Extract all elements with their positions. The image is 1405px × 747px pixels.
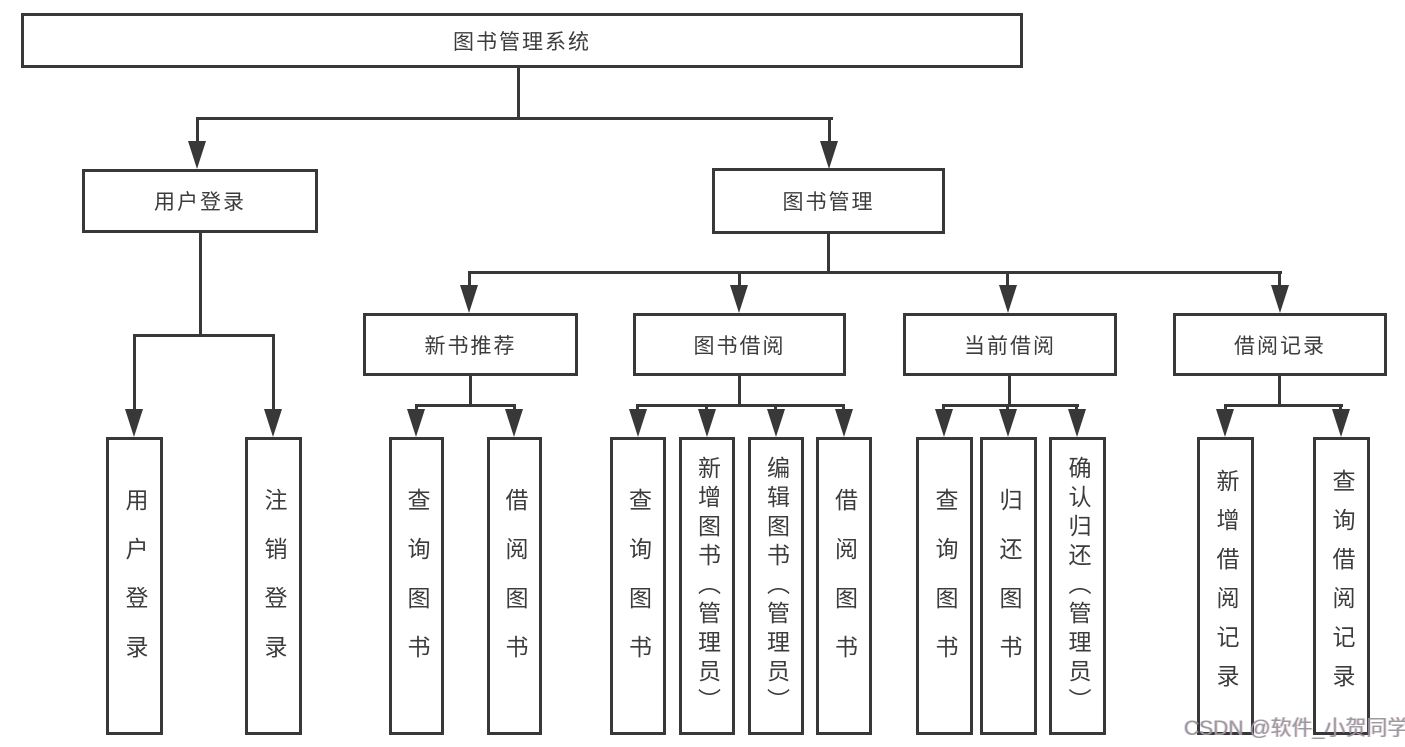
arrowhead-g1-a2 [505,409,523,437]
arrowhead-g2-a1 [629,409,647,437]
leaf-edit-books-admin: 编辑图书（管理员） [748,437,804,735]
leaf-confirm-return-admin-label: 确认归还（管理员） [1065,455,1091,717]
arrowhead-to-leaf-logout [264,409,282,437]
connector-g1-a2-shaft [513,404,516,413]
connector-root-branch [196,117,833,120]
node-current-borrow: 当前借阅 [903,313,1117,376]
connector-borrow-drop [738,374,741,407]
leaf-return-books: 归还图书 [980,437,1037,735]
leaf-query-books-rec-label: 查询图书 [404,488,430,684]
connector-g4-a2-shaft [1339,404,1342,413]
node-user-login-label: 用户登录 [154,191,246,214]
arrowhead-g4-a1 [1216,409,1234,437]
leaf-query-books-borrow: 查询图书 [610,437,666,735]
leaf-edit-books-admin-label: 编辑图书（管理员） [763,455,790,717]
connector-g2-a1-shaft [636,404,639,413]
arrowhead-g3-a1 [935,409,953,437]
leaf-add-borrow-record-label: 新增借阅记录 [1213,469,1239,703]
arrowhead-g2-a4 [835,409,853,437]
connector-to-borrow-shaft [738,271,741,287]
connector-record-drop [1278,374,1281,407]
connector-newbook-branch [415,404,516,407]
arrowhead-g2-a2 [698,409,716,437]
leaf-add-borrow-record: 新增借阅记录 [1197,437,1254,735]
connector-to-current-shaft [1006,271,1009,287]
connector-root-drop [517,66,520,119]
node-borrow-record: 借阅记录 [1173,313,1387,376]
leaf-query-borrow-record-label: 查询借阅记录 [1329,469,1355,703]
node-user-login: 用户登录 [82,169,318,233]
connector-g3-a3-shaft [1075,404,1078,413]
leaf-add-books-admin: 新增图书（管理员） [679,437,735,735]
arrowhead-g4-a2 [1332,409,1350,437]
arrowhead-g3-a3 [1068,409,1086,437]
connector-book-mgmt-drop [827,232,830,274]
leaf-add-books-admin-label: 新增图书（管理员） [694,455,721,717]
connector-to-leaf-logout-shaft [272,334,275,410]
node-root: 图书管理系统 [21,13,1023,68]
connector-book-mgmt-branch [468,271,1282,274]
leaf-query-books-current: 查询图书 [916,437,973,735]
leaf-logout: 注销登录 [245,437,302,735]
arrowhead-to-book-mgmt [820,141,838,169]
connector-g2-a4-shaft [842,404,845,413]
node-root-label: 图书管理系统 [453,30,591,54]
connector-current-drop [1008,374,1011,407]
connector-g1-a1-shaft [415,404,418,413]
leaf-borrow-books: 借阅图书 [816,437,872,735]
node-borrow-record-label: 借阅记录 [1234,334,1326,358]
arrowhead-to-record [1271,285,1289,313]
connector-g4-a1-shaft [1224,404,1227,413]
connector-current-branch [942,404,1079,407]
node-book-borrow: 图书借阅 [633,313,846,376]
node-current-borrow-label: 当前借阅 [964,334,1056,358]
connector-user-login-drop [199,231,202,337]
arrowhead-to-leaf-login [125,409,143,437]
csdn-watermark: CSDN @软件_小贺同学 [1184,717,1405,740]
node-new-book-rec-label: 新书推荐 [424,334,517,358]
leaf-query-borrow-record: 查询借阅记录 [1313,437,1370,735]
leaf-query-books-rec: 查询图书 [389,437,444,735]
connector-to-record-shaft [1278,271,1281,287]
connector-g2-a2-shaft [705,404,708,413]
node-book-borrow-label: 图书借阅 [693,334,786,358]
arrowhead-to-user-login [188,141,206,169]
leaf-user-login: 用户登录 [106,437,163,735]
node-book-mgmt: 图书管理 [712,168,945,234]
connector-user-login-branch [133,334,275,337]
arrowhead-g1-a1 [407,409,425,437]
connector-to-user-login-shaft [196,117,199,143]
connector-g2-a3-shaft [774,404,777,413]
leaf-user-login-label: 用户登录 [122,488,148,684]
connector-to-newbook-shaft [468,271,471,287]
arrowhead-to-newbook [460,285,478,313]
leaf-borrow-books-rec: 借阅图书 [487,437,542,735]
leaf-logout-label: 注销登录 [261,488,287,684]
leaf-return-books-label: 归还图书 [996,488,1022,684]
arrowhead-to-current [999,285,1017,313]
arrowhead-g2-a3 [767,409,785,437]
connector-borrow-branch [636,404,845,407]
arrowhead-to-borrow [730,285,748,313]
leaf-query-books-current-label: 查询图书 [932,488,958,684]
node-book-mgmt-label: 图书管理 [782,191,875,214]
connector-to-book-mgmt-shaft [828,117,831,143]
arrowhead-g3-a2 [999,409,1017,437]
connector-g3-a1-shaft [942,404,945,413]
node-new-book-rec: 新书推荐 [363,313,578,376]
leaf-confirm-return-admin: 确认归还（管理员） [1049,437,1106,735]
leaf-borrow-books-label: 借阅图书 [831,488,858,684]
connector-g3-a2-shaft [1006,404,1009,413]
leaf-borrow-books-rec-label: 借阅图书 [502,488,528,684]
leaf-query-books-borrow-label: 查询图书 [625,488,652,684]
connector-to-leaf-login-shaft [133,334,136,410]
connector-newbook-drop [469,374,472,407]
connector-record-branch [1224,404,1343,407]
